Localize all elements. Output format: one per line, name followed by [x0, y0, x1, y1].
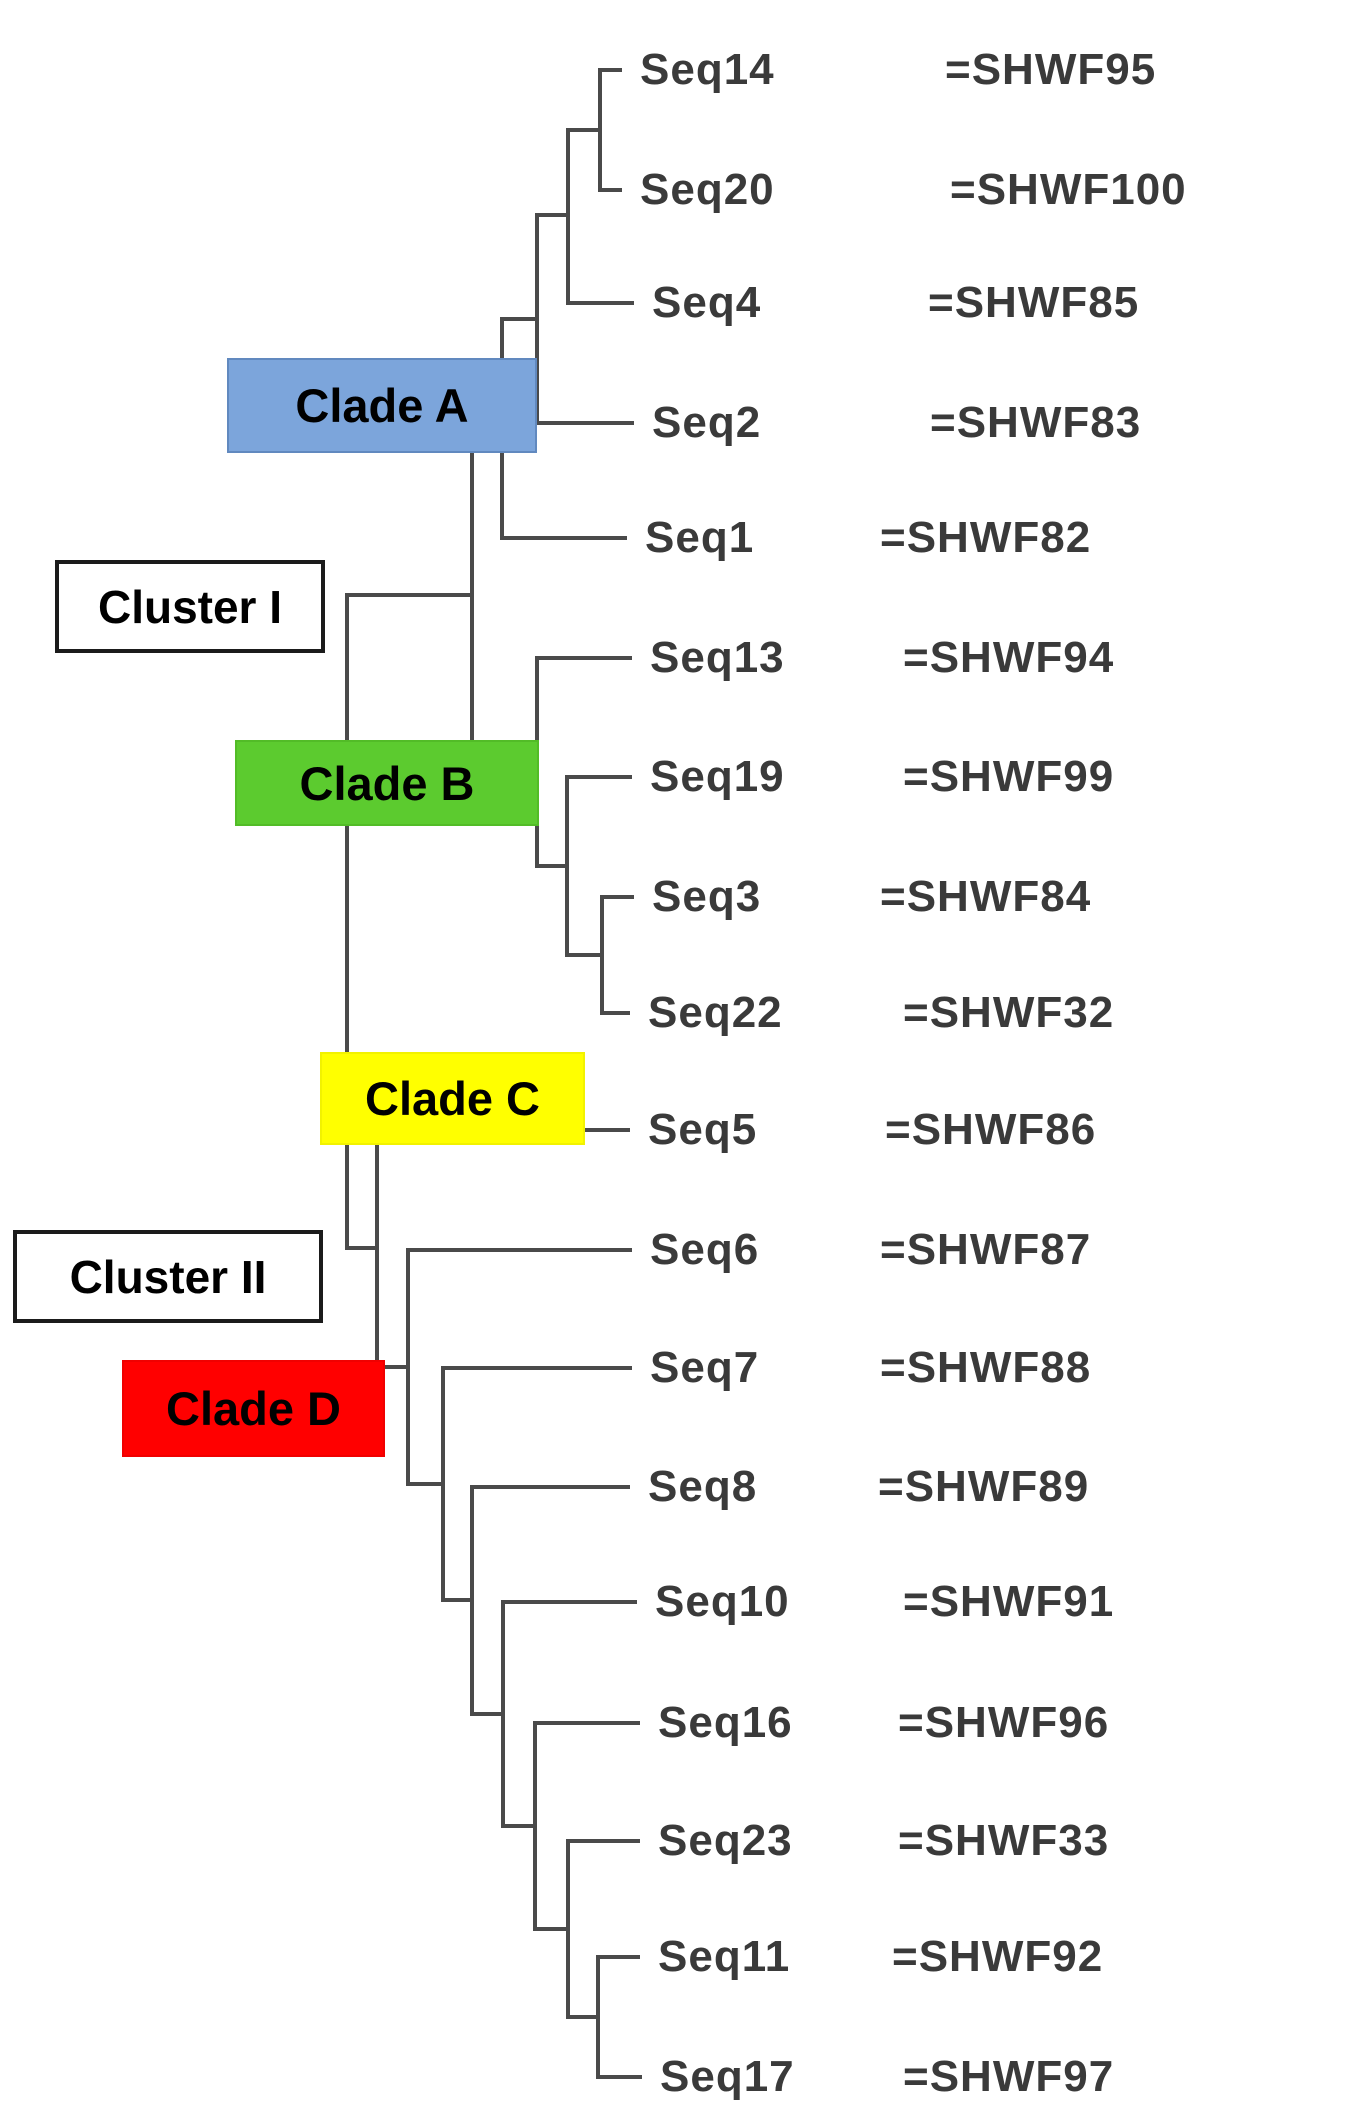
clade-a-label: Clade A — [295, 379, 469, 432]
taxon-label: Seq16 — [658, 1698, 793, 1747]
accession-label: =SHWF97 — [903, 2052, 1115, 2101]
taxon-label: Seq20 — [640, 165, 775, 214]
accession-label: =SHWF92 — [892, 1932, 1104, 1981]
tree-branch-line — [598, 68, 622, 72]
taxon-label: Seq2 — [652, 398, 762, 447]
cluster-1-box: Cluster I — [55, 560, 325, 653]
taxon-label: Seq23 — [658, 1816, 793, 1865]
cluster-1-label: Cluster I — [97, 580, 283, 633]
accession-label: =SHWF85 — [928, 278, 1140, 327]
taxon-label: Seq7 — [650, 1343, 760, 1392]
tree-branch-line — [533, 1927, 570, 1931]
tree-branch-line — [345, 1246, 379, 1250]
taxon-label: Seq3 — [652, 872, 762, 921]
tree-branch-line — [406, 1248, 632, 1252]
tree-branch-line — [533, 1721, 640, 1725]
taxon-label: Seq10 — [655, 1577, 790, 1626]
accession-label: =SHWF95 — [945, 45, 1157, 94]
accession-label: =SHWF87 — [880, 1225, 1092, 1274]
tree-branch-line — [470, 1712, 505, 1716]
taxon-label: Seq13 — [650, 633, 785, 682]
tree-branch-line — [566, 1839, 640, 1843]
taxon-label: Seq19 — [650, 752, 785, 801]
taxon-label: Seq6 — [650, 1225, 760, 1274]
tree-branch-line — [566, 128, 602, 132]
accession-label: =SHWF94 — [903, 633, 1115, 682]
tree-branch-line — [565, 953, 604, 957]
accession-label: =SHWF96 — [898, 1698, 1110, 1747]
clade-b-box: Clade B — [235, 740, 539, 826]
taxon-label: Seq1 — [645, 513, 755, 562]
tree-branch-line — [406, 1482, 445, 1486]
taxon-label: Seq14 — [640, 45, 775, 94]
tree-branch-line — [566, 301, 634, 305]
tree-branch-line — [470, 1485, 630, 1489]
accession-label: =SHWF91 — [903, 1577, 1115, 1626]
accession-label: =SHWF99 — [903, 752, 1115, 801]
tree-branch-line — [535, 864, 569, 868]
accession-label: =SHWF84 — [880, 872, 1092, 921]
tree-branch-line — [535, 421, 634, 425]
taxon-label: Seq8 — [648, 1462, 758, 1511]
tree-branch-line — [345, 593, 474, 597]
tree-branch-line — [441, 1598, 474, 1602]
tree-branch-line — [441, 1366, 632, 1370]
taxon-label: Seq5 — [648, 1105, 758, 1154]
tree-branch-line — [600, 895, 634, 899]
tree-branch-line — [535, 656, 632, 660]
tree-branch-line — [596, 2075, 642, 2079]
accession-label: =SHWF82 — [880, 513, 1092, 562]
clade-b-label: Clade B — [299, 756, 475, 810]
tree-branch-line — [566, 2015, 600, 2019]
accession-label: =SHWF86 — [885, 1105, 1097, 1154]
tree-branch-line — [600, 1011, 630, 1015]
cluster-2-box: Cluster II — [13, 1230, 323, 1323]
tree-branch-line — [345, 593, 349, 1250]
taxon-label: Seq11 — [658, 1932, 791, 1981]
clade-d-label: Clade D — [166, 1382, 341, 1435]
tree-branch-line — [535, 213, 570, 217]
tree-branch-line — [500, 317, 539, 321]
tree-branch-line — [565, 775, 632, 779]
taxon-label: Seq4 — [652, 278, 762, 327]
accession-label: =SHWF100 — [950, 165, 1187, 214]
accession-label: =SHWF88 — [880, 1343, 1092, 1392]
tree-branch-line — [501, 1600, 637, 1604]
tree-branch-line — [598, 188, 622, 192]
clade-c-label: Clade C — [365, 1072, 540, 1125]
tree-branch-line — [500, 536, 627, 540]
clade-a-box: Clade A — [227, 358, 537, 453]
taxon-label: Seq22 — [648, 988, 783, 1037]
clade-c-box: Clade C — [320, 1052, 585, 1145]
accession-label: =SHWF33 — [898, 1816, 1110, 1865]
taxon-label: Seq17 — [660, 2052, 795, 2101]
tree-branch-line — [596, 1955, 640, 1959]
tree-branch-line — [501, 1824, 537, 1828]
cluster-2-label: Cluster II — [69, 1250, 267, 1303]
accession-label: =SHWF89 — [878, 1462, 1090, 1511]
tree-branch-line — [375, 1365, 410, 1369]
accession-label: =SHWF32 — [903, 988, 1115, 1037]
clade-d-box: Clade D — [122, 1360, 385, 1457]
accession-label: =SHWF83 — [930, 398, 1142, 447]
